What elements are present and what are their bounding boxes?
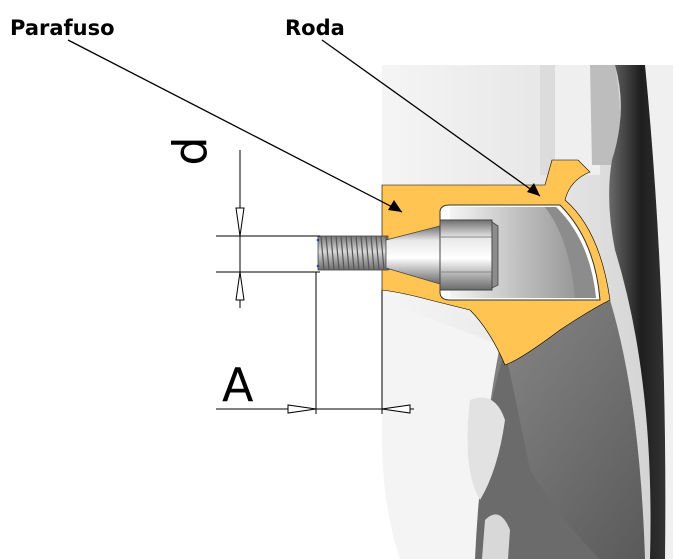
dimension-a-arrow-left <box>287 404 317 414</box>
dimension-d-arrow-top <box>235 207 245 237</box>
thread-ridge <box>335 235 340 271</box>
thread-ridge <box>345 235 350 271</box>
diameter-label: d <box>163 136 218 166</box>
thread-ridge <box>350 235 355 271</box>
thread-ridge <box>320 235 325 271</box>
leader-arrow-screw <box>388 200 402 212</box>
leader-line-screw <box>67 39 403 213</box>
screw <box>316 219 499 291</box>
length-label: A <box>222 358 254 412</box>
thread-ridge <box>360 235 365 271</box>
dimension-a-arrow-right <box>381 404 411 414</box>
thread-ridge <box>365 235 370 271</box>
thread-ridge <box>330 235 335 271</box>
thread-ridge <box>375 235 380 271</box>
thread-ridge <box>325 235 330 271</box>
thread-ridge <box>355 235 360 271</box>
screw-label: Parafuso <box>10 16 115 40</box>
dimension-d-arrow-bottom <box>235 271 245 301</box>
dimension-d <box>216 150 320 308</box>
leader-arrow-wheel <box>527 183 540 196</box>
thread-ridge <box>370 235 375 271</box>
thread-ridge <box>380 235 385 271</box>
leader-line-wheel <box>321 39 541 197</box>
thread-ridge <box>340 235 345 271</box>
wheel-label: Roda <box>285 16 345 40</box>
